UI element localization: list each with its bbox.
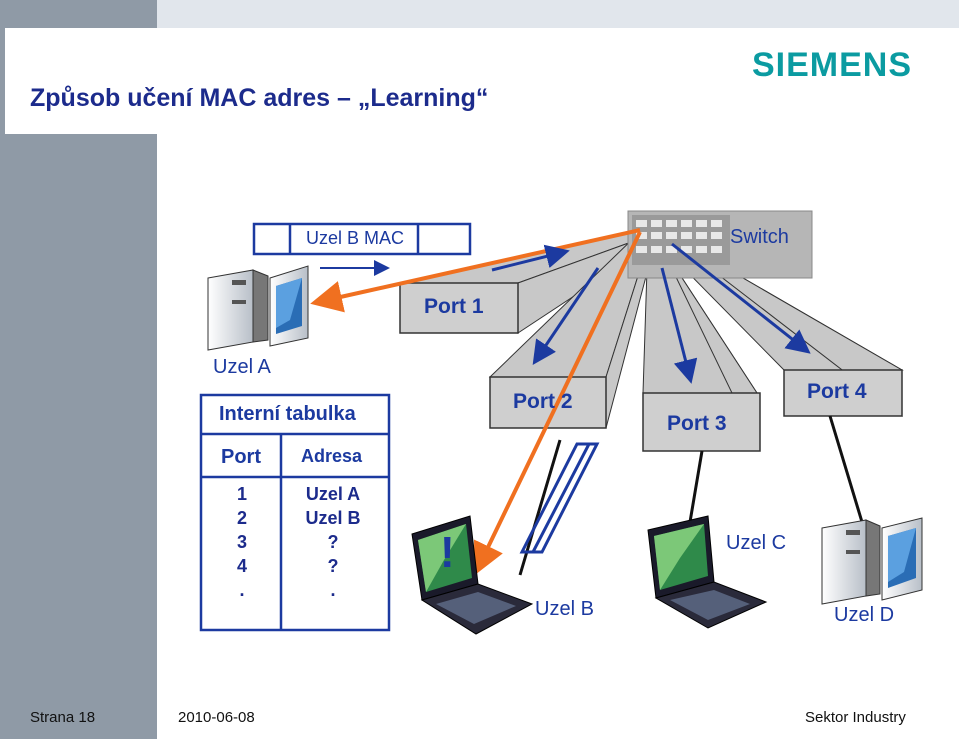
uzel-b-frame xyxy=(519,442,600,554)
frame-header-box xyxy=(252,222,472,256)
uzel-b-uplink xyxy=(518,439,562,576)
learn-marker: ! xyxy=(440,528,455,577)
siemens-logo: SIEMENS xyxy=(752,46,913,84)
node-uzel-b-label: Uzel B xyxy=(535,598,594,620)
table-cell-port: . xyxy=(239,580,245,600)
table-cell-address: ? xyxy=(327,556,339,576)
port3-label: Port 3 xyxy=(667,412,727,435)
table-title: Interní tabulka xyxy=(219,403,356,425)
orange-arrow-to-uzel-b xyxy=(474,231,642,576)
division: Sektor Industry xyxy=(805,709,906,726)
table-cell-port: 2 xyxy=(236,508,247,528)
table-header-port: Port xyxy=(221,446,261,468)
port4-box xyxy=(783,369,903,417)
table-cell-address: Uzel A xyxy=(305,484,361,504)
table-cell-port: 3 xyxy=(236,532,247,552)
table-cell-port: 1 xyxy=(236,484,247,504)
orange-arrow-to-uzel-a xyxy=(310,228,641,313)
table-cell-address: Uzel B xyxy=(305,508,361,528)
footer-date: 2010-06-08 xyxy=(178,709,255,726)
port3-box xyxy=(642,392,761,452)
footer-area xyxy=(0,678,959,739)
table-header-address: Adresa xyxy=(301,446,363,466)
node-uzel-c-label: Uzel C xyxy=(726,532,787,554)
uzel-d-link xyxy=(828,415,864,523)
node-uzel-a-label: Uzel A xyxy=(213,356,271,378)
page-number: Strana 18 xyxy=(30,709,96,726)
table-port-column: 1 2 3 4 . xyxy=(222,482,262,602)
table-cell-address: ? xyxy=(327,532,339,552)
frame-label: Uzel B MAC xyxy=(306,228,405,248)
table-cell-port: 4 xyxy=(236,556,247,576)
blue-arrow-port3 xyxy=(660,267,698,384)
port4-label: Port 4 xyxy=(807,380,867,403)
laptop-uzel-b xyxy=(411,515,534,635)
node-uzel-d-label: Uzel D xyxy=(834,604,895,626)
pc-uzel-a xyxy=(207,265,309,351)
uzel-c-link xyxy=(688,450,704,523)
port1-label: Port 1 xyxy=(424,295,484,318)
title-area xyxy=(5,28,959,134)
table-address-column: Uzel A Uzel B ? ? . xyxy=(290,482,376,602)
table-cell-address: . xyxy=(330,580,336,600)
pc-uzel-d xyxy=(821,517,923,605)
copyright: © Siemens 2010 xyxy=(790,686,905,703)
switch-device xyxy=(627,210,813,279)
blue-arrow-port2 xyxy=(532,267,600,365)
slide-title: Způsob učení MAC adres – „Learning“ xyxy=(30,84,489,112)
port1-box xyxy=(399,282,519,334)
laptop-uzel-c xyxy=(647,515,768,629)
blue-arrow-port1 xyxy=(491,244,570,272)
footer-left-band xyxy=(0,678,157,739)
switch-label: Switch xyxy=(730,226,789,248)
port2-label: Port 2 xyxy=(513,390,573,413)
top-band xyxy=(157,0,959,30)
internal-table xyxy=(199,393,391,632)
blue-arrow-port4 xyxy=(671,242,811,354)
